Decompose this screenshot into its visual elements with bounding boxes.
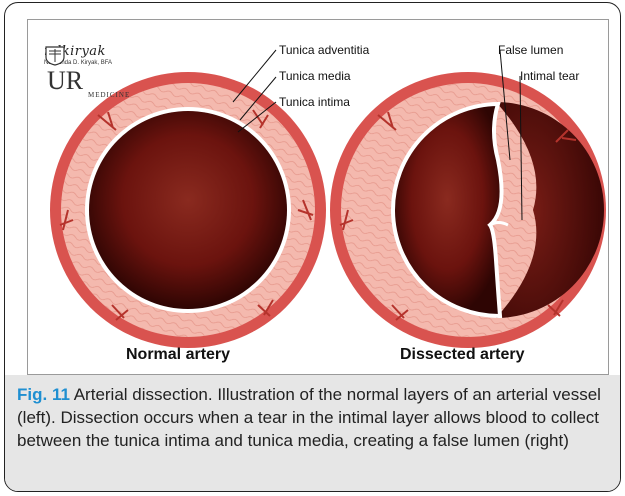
label-tunica-media: Tunica media [279,69,351,83]
dissected-artery [330,72,606,348]
normal-lumen [89,111,287,309]
title-normal-artery: Normal artery [126,346,230,364]
illustration-panel: ndkiryak Nadezhda D. Kiryak, BFA UR MEDI… [27,19,609,375]
figure-number: Fig. 11 [17,385,70,404]
logo-subtext: MEDICINE [88,91,164,99]
title-dissected-artery: Dissected artery [400,346,525,364]
label-intimal-tear: Intimal tear [520,69,579,83]
label-false-lumen: False lumen [498,43,563,57]
label-tunica-adventitia: Tunica adventitia [279,43,369,57]
label-tunica-intima: Tunica intima [279,95,350,109]
author-logo: ndkiryak Nadezhda D. Kiryak, BFA UR MEDI… [44,44,164,99]
figure-frame: ndkiryak Nadezhda D. Kiryak, BFA UR MEDI… [4,2,621,492]
normal-artery [50,72,326,348]
caption-text: Arterial dissection. Illustration of the… [17,385,601,450]
university-seal-icon [44,44,66,66]
figure-caption: Fig. 11 Arterial dissection. Illustratio… [17,383,613,452]
logo-text: UR [47,69,83,93]
